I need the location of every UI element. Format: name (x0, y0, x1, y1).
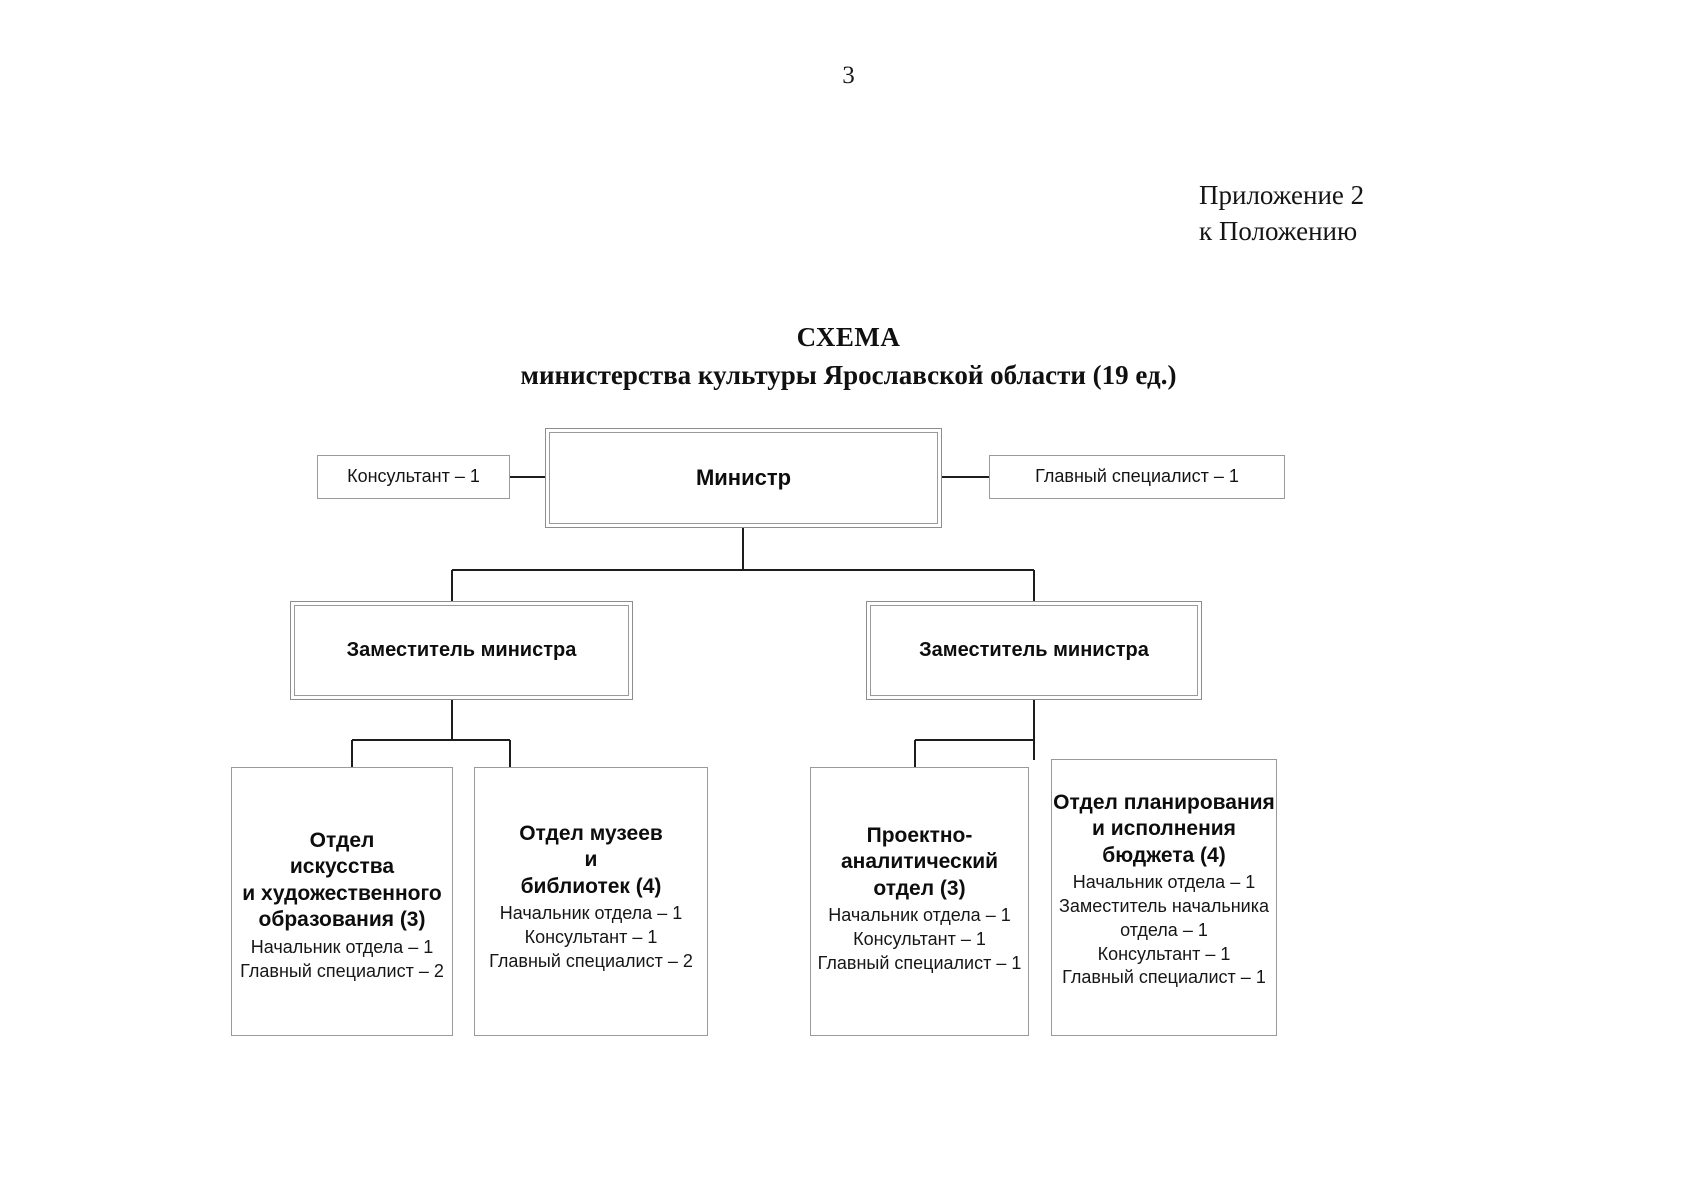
node-dept-museums-libraries-heading: Отдел музеев и библиотек (4) (519, 822, 663, 898)
node-consultant-left[interactable]: Консультант – 1 (317, 455, 510, 499)
node-dept-project-analytics[interactable]: Проектно- аналитический отдел (3) Началь… (810, 767, 1029, 1036)
node-deputy-minister-left[interactable]: Заместитель министра (290, 601, 633, 700)
node-deputy-minister-right-inner: Заместитель министра (870, 605, 1198, 696)
node-minister-label: Министр (695, 464, 792, 490)
node-dept-museums-libraries-body: Отдел музеев и библиотек (4) Начальник о… (475, 821, 707, 974)
node-dept-art-education-staff: Начальник отдела – 1 Главный специалист … (240, 936, 444, 981)
node-deputy-minister-right[interactable]: Заместитель министра (866, 601, 1202, 700)
node-dept-art-education-heading: Отдел искусства и художественного образо… (242, 829, 442, 932)
node-dept-project-analytics-staff: Начальник отдела – 1 Консультант – 1 Гла… (817, 905, 1022, 973)
page-number: 3 (842, 62, 855, 89)
appendix-line-1: Приложение 2 (1199, 180, 1365, 210)
node-dept-museums-libraries[interactable]: Отдел музеев и библиотек (4) Начальник о… (474, 767, 708, 1036)
node-deputy-minister-left-label: Заместитель министра (346, 639, 577, 662)
node-dept-budget-planning-staff: Начальник отдела – 1 Заместитель начальн… (1058, 872, 1269, 988)
node-dept-budget-planning-heading: Отдел планирования и исполнения бюджета … (1053, 791, 1275, 867)
node-dept-budget-planning[interactable]: Отдел планирования и исполнения бюджета … (1051, 759, 1277, 1036)
page-title: СХЕМА (796, 322, 901, 352)
node-chief-specialist-right[interactable]: Главный специалист – 1 (989, 455, 1285, 499)
node-chief-specialist-right-label: Главный специалист – 1 (1035, 466, 1239, 487)
node-dept-budget-planning-body: Отдел планирования и исполнения бюджета … (1052, 790, 1276, 990)
node-minister-inner: Министр (549, 432, 938, 524)
node-dept-project-analytics-heading: Проектно- аналитический отдел (3) (840, 824, 999, 900)
node-dept-art-education[interactable]: Отдел искусства и художественного образо… (231, 767, 453, 1036)
node-dept-museums-libraries-staff: Начальник отдела – 1 Консультант – 1 Гла… (489, 903, 693, 971)
node-dept-project-analytics-body: Проектно- аналитический отдел (3) Началь… (811, 823, 1028, 976)
appendix-line-2: к Положению (1199, 215, 1358, 246)
node-dept-art-education-body: Отдел искусства и художественного образо… (232, 828, 452, 983)
page-subtitle: министерства культуры Ярославской област… (520, 360, 1177, 390)
node-deputy-minister-left-inner: Заместитель министра (294, 605, 629, 696)
node-minister[interactable]: Министр (545, 428, 942, 528)
node-consultant-left-label: Консультант – 1 (347, 466, 480, 487)
node-deputy-minister-right-label: Заместитель министра (919, 639, 1149, 662)
appendix-reference: Приложение 2 к Положению (1199, 178, 1364, 250)
